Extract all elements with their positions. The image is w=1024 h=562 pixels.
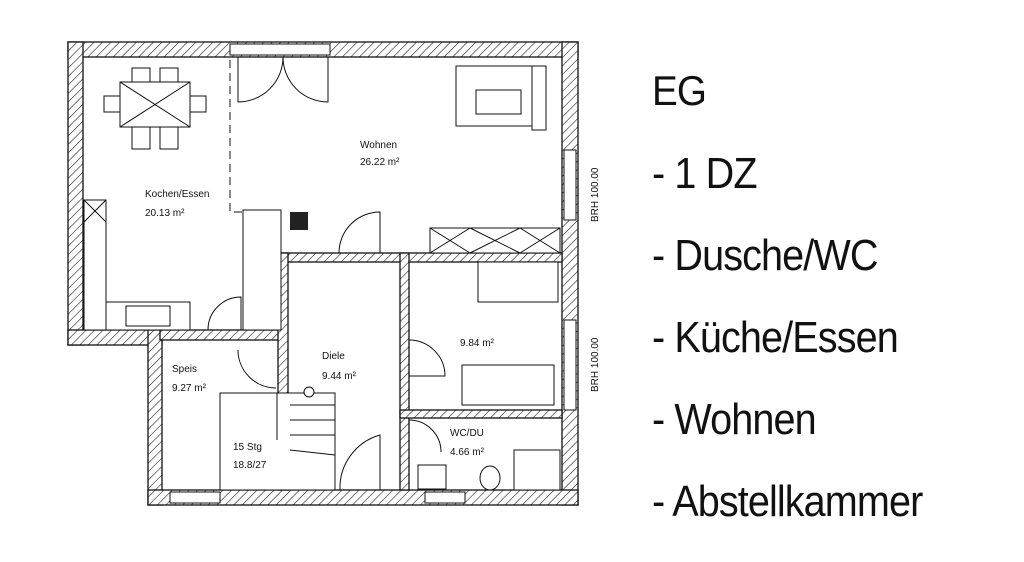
dining-table [103,67,207,150]
bathroom-fixtures [417,449,561,491]
room-area-speis: 9.27 m² [172,383,207,394]
legend-item: - Wohnen [652,395,817,444]
room-area-zimmer: 9.84 m² [460,338,495,349]
room-area-kochen: 20.13 m² [145,208,185,219]
room-divider [229,60,243,213]
room-name-wohnen: Wohnen [360,140,397,151]
beds [461,261,559,406]
room-area-wohnen: 26.22 m² [360,157,400,168]
kitchen-counter [83,199,191,331]
cabinets [429,227,561,254]
chimney [242,209,282,331]
legend-item: - Dusche/WC [652,231,878,280]
doors [207,56,446,491]
legend: EG - 1 DZ - Dusche/WC - Küche/Essen - Wo… [652,70,952,562]
room-name-speis: Speis [172,364,197,375]
room-name-kochen: Kochen/Essen [145,189,210,200]
room-area-wcdu: 4.66 m² [450,447,485,458]
legend-item: - Küche/Essen [652,313,899,362]
stair-steps: 15 Stg [233,442,262,453]
floor-plan: Wohnen 26.22 m² Kochen/Essen 20.13 m² 9.… [67,41,601,506]
stair-dimension: 18.8/27 [233,460,267,471]
room-name-wcdu: WC/DU [450,428,484,439]
stove [290,212,308,230]
sofa [455,65,547,131]
legend-item: - Abstellkammer [652,477,923,526]
room-name-diele: Diele [322,351,345,362]
legend-title: EG [652,67,707,114]
staircase [219,386,336,491]
legend-item: - 1 DZ [652,149,758,198]
room-area-diele: 9.44 m² [322,371,357,382]
brh-label-lower: BRH 100.00 [590,337,601,392]
brh-label-upper: BRH 100.00 [590,167,601,222]
